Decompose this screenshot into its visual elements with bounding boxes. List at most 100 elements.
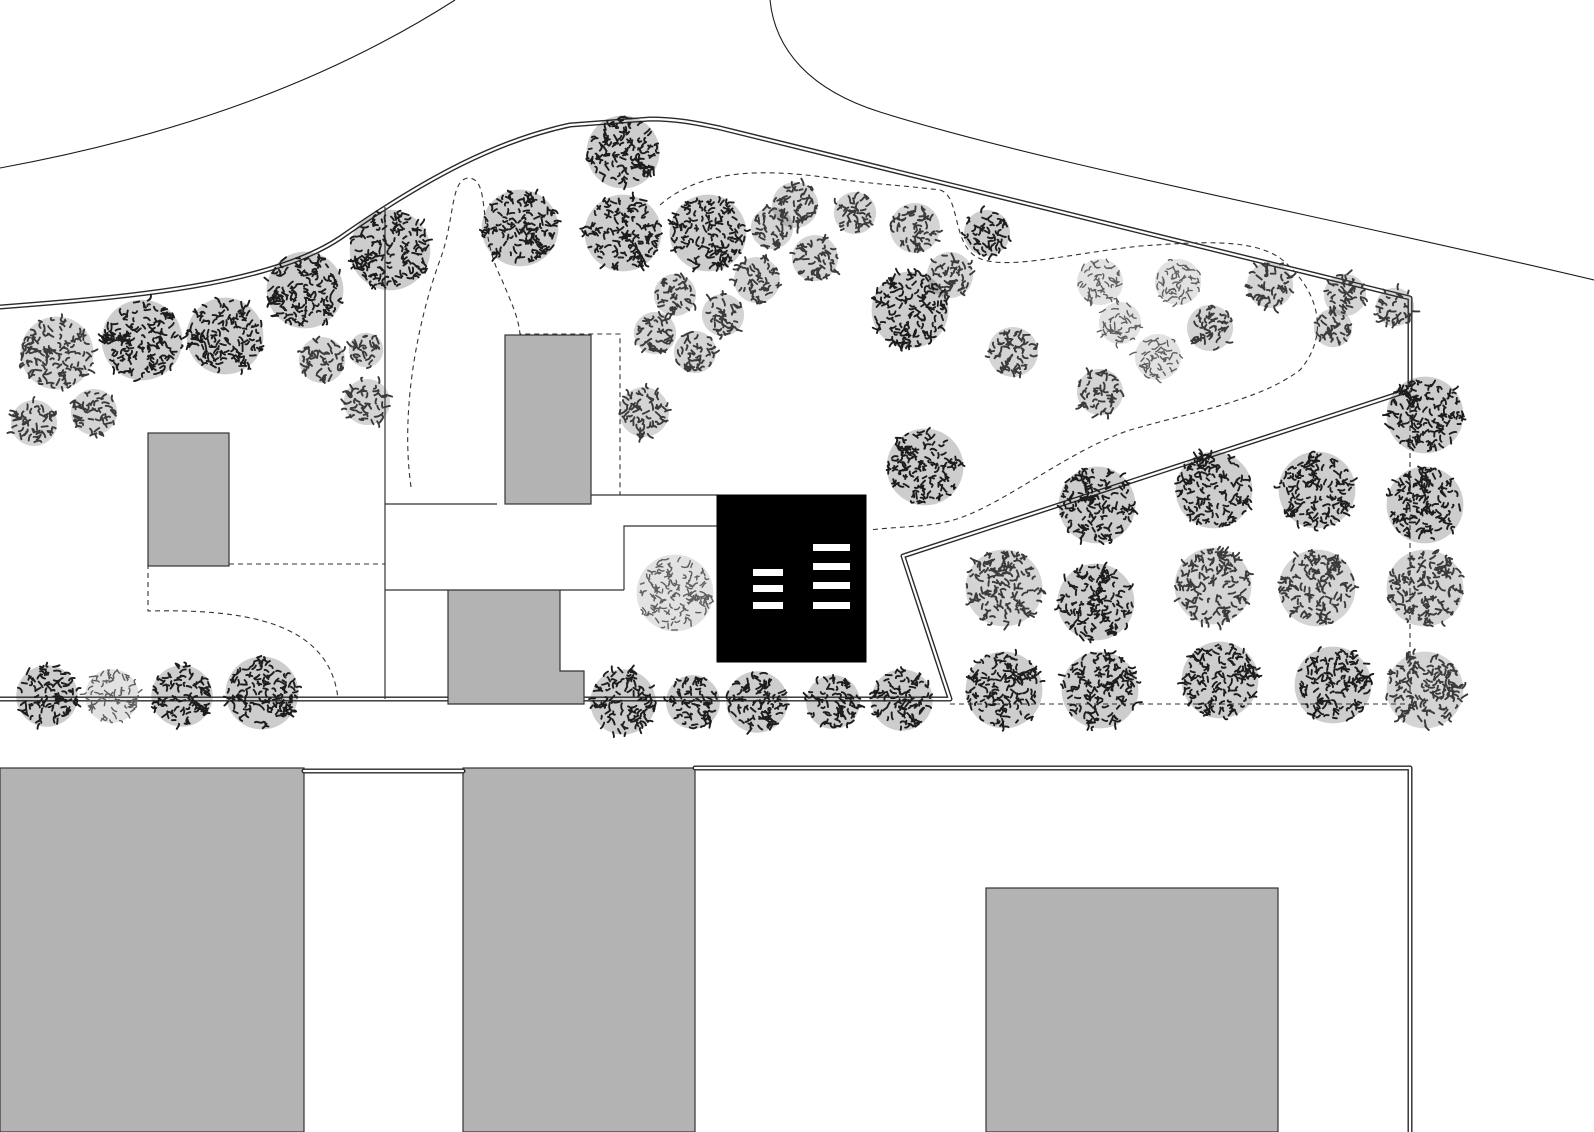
tree (69, 388, 118, 439)
tree-foliage-texture (802, 674, 866, 729)
tree (18, 313, 99, 392)
tree (1386, 548, 1465, 628)
tree-canopy (70, 388, 118, 436)
tree-foliage-texture (1385, 648, 1469, 731)
tree (1373, 283, 1421, 329)
tree (1385, 648, 1469, 731)
tree-foliage-texture (1313, 305, 1353, 346)
window-slot (813, 563, 850, 570)
tree-foliage-texture (705, 290, 743, 340)
tree (633, 310, 677, 355)
tree (725, 671, 790, 735)
tree-foliage-texture (1173, 545, 1254, 631)
tree (263, 251, 344, 329)
tree-foliage-texture (1277, 548, 1360, 625)
southern-wall (301, 765, 1413, 1132)
tree-foliage-texture (1054, 561, 1134, 644)
window-slot (753, 585, 783, 592)
tree (182, 296, 265, 375)
tree-foliage-texture (965, 550, 1047, 631)
tree-canopy (151, 665, 213, 727)
site-boundary-wall (0, 116, 1413, 702)
tree-foliage-texture (1385, 465, 1462, 541)
building-southwest (0, 767, 305, 1132)
tree (1173, 545, 1254, 631)
tree-foliage-texture (885, 426, 966, 505)
tree-foliage-texture (960, 205, 1012, 261)
building-southeast (985, 887, 1279, 1132)
tree-foliage-texture (222, 655, 303, 730)
tree-foliage-texture (965, 648, 1046, 732)
tree (673, 330, 720, 374)
tree-foliage-texture (6, 396, 58, 444)
building-north-house (504, 334, 592, 505)
tree (618, 382, 672, 443)
tree-canopy (965, 651, 1043, 729)
tree (1313, 305, 1353, 348)
tree-canopy (619, 387, 669, 437)
tree (1177, 641, 1263, 721)
tree (667, 194, 751, 273)
tree (16, 661, 82, 730)
tree-foliage-texture (1174, 448, 1253, 528)
tree-foliage-texture (889, 205, 944, 254)
tree (1054, 561, 1135, 644)
tree-foliage-texture (869, 666, 934, 731)
tree-foliage-texture (1386, 548, 1465, 628)
tree (346, 332, 384, 370)
tree-foliage-texture (1156, 258, 1201, 308)
tree-foliage-texture (297, 335, 346, 384)
tree (1057, 648, 1143, 732)
tree-foliage-texture (346, 334, 381, 370)
tree-foliage-texture (97, 293, 184, 382)
window-slot (813, 582, 850, 589)
path-garden-loop (659, 172, 1318, 531)
tree-foliage-texture (1129, 337, 1183, 384)
tree (1294, 646, 1375, 724)
tree-foliage-texture (1177, 643, 1263, 721)
street-curve-east (769, 0, 1594, 281)
site-buildings (147, 334, 592, 705)
tree-foliage-texture (789, 233, 841, 282)
parcel-line-yard (385, 494, 717, 505)
trees-layer (6, 115, 1469, 738)
tree-foliage-texture (773, 177, 819, 234)
tree-foliage-texture (1382, 379, 1467, 453)
tree-foliage-texture (751, 203, 792, 251)
tree-canopy (298, 336, 346, 384)
tree (984, 327, 1039, 379)
tree-foliage-texture (1244, 262, 1296, 314)
tree-foliage-texture (16, 661, 82, 730)
tree (1174, 448, 1253, 529)
tree (150, 661, 213, 730)
path-orchard-edge (950, 390, 1411, 705)
tree-foliage-texture (1096, 297, 1144, 349)
building-south-central (462, 767, 696, 1132)
tree (663, 675, 720, 730)
window-slot (753, 602, 783, 609)
tree-foliage-texture (347, 209, 433, 290)
tree-foliage-texture (1373, 283, 1421, 329)
street-curve-west (0, 0, 456, 169)
tree-foliage-texture (1057, 648, 1143, 732)
tree-foliage-texture (663, 676, 718, 730)
tree (833, 191, 877, 235)
tree-foliage-texture (725, 671, 790, 735)
tree (585, 115, 660, 191)
tree-foliage-texture (1056, 467, 1139, 546)
tree (653, 272, 697, 320)
parcel-lines (384, 207, 717, 699)
tree (965, 648, 1046, 732)
tree-foliage-texture (1273, 450, 1358, 532)
tree (869, 666, 934, 731)
tree (1273, 450, 1358, 532)
tree-foliage-texture (79, 668, 143, 724)
tree (1129, 333, 1183, 384)
tree-foliage-texture (150, 661, 212, 730)
tree (802, 674, 866, 729)
parcel-line-court (623, 525, 717, 590)
tree-foliage-texture (585, 115, 660, 191)
tree-foliage-texture (182, 296, 265, 375)
tree-foliage-texture (18, 313, 99, 392)
tree (6, 396, 58, 447)
